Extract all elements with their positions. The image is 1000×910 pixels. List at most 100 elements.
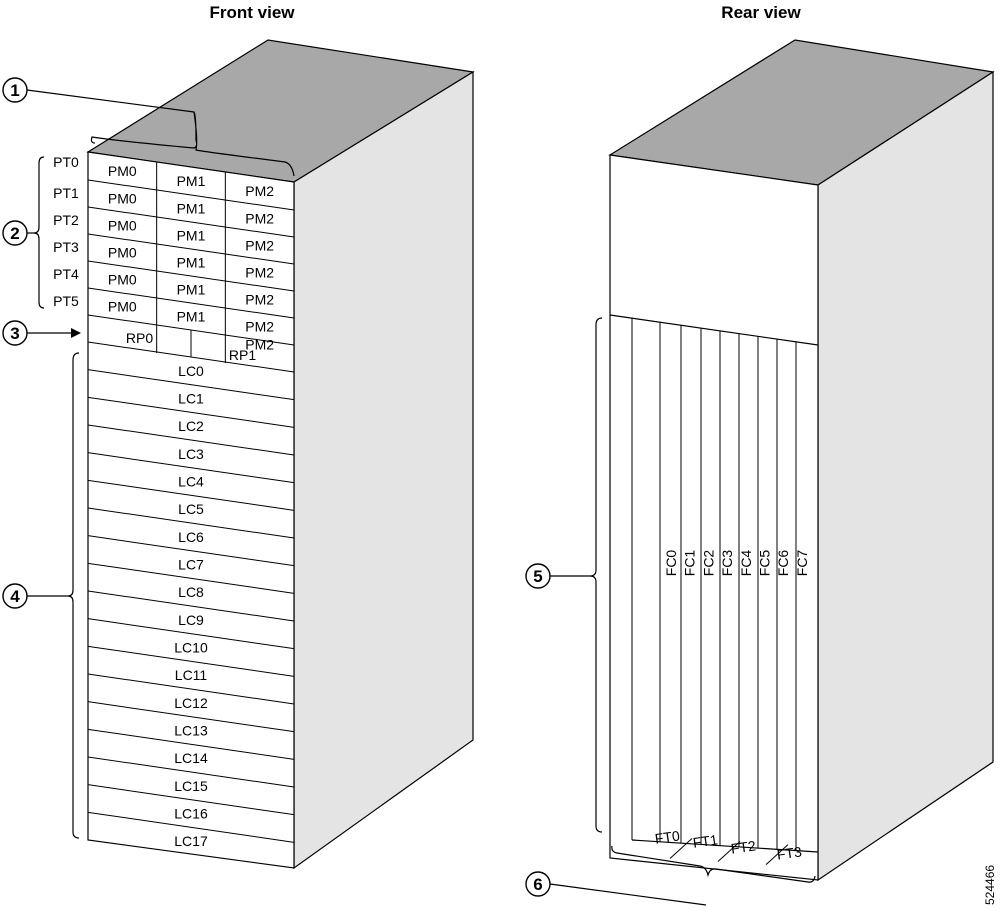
lc-label: LC1 bbox=[178, 391, 204, 407]
lc-label: LC4 bbox=[178, 474, 204, 490]
lc-label: LC12 bbox=[174, 695, 208, 711]
ft-label: FT1 bbox=[692, 831, 719, 850]
front-row-line bbox=[87, 396, 295, 428]
callout-1-brace bbox=[90, 111, 295, 177]
rear-tray-top bbox=[631, 839, 819, 853]
pm-label: PM0 bbox=[108, 218, 137, 234]
front-row-line bbox=[87, 507, 295, 539]
lc-label: LC8 bbox=[178, 584, 204, 600]
front-side-face bbox=[293, 70, 474, 870]
pm-label: PM1 bbox=[177, 201, 206, 217]
callout-3-number: 3 bbox=[10, 324, 19, 343]
front-row-line bbox=[87, 590, 295, 622]
front-row-line bbox=[87, 424, 295, 456]
callout-3-arrowhead bbox=[71, 328, 81, 338]
fc-label: FC6 bbox=[775, 550, 791, 577]
front-row-line bbox=[87, 673, 295, 705]
pm-label: PM2 bbox=[245, 265, 274, 281]
front-row-line bbox=[87, 452, 295, 484]
front-row-line bbox=[87, 206, 295, 238]
callout-2-brace bbox=[33, 156, 45, 309]
rp-label: RP0 bbox=[126, 330, 153, 346]
front-row-line bbox=[87, 535, 295, 567]
lc-label: LC15 bbox=[174, 778, 208, 794]
lc-label: LC13 bbox=[174, 723, 208, 739]
pm-label: PM2 bbox=[245, 319, 274, 335]
lc-label: LC6 bbox=[178, 529, 204, 545]
fc-label: FC7 bbox=[794, 550, 810, 577]
pm-label: PM0 bbox=[108, 299, 137, 315]
rear-front-face bbox=[609, 154, 819, 881]
lc-label: LC2 bbox=[178, 418, 204, 434]
pm-label: PM1 bbox=[177, 173, 206, 189]
fc-label: FC1 bbox=[682, 550, 698, 577]
pm-label: PM2 bbox=[245, 211, 274, 227]
front-row-line bbox=[87, 811, 295, 843]
front-row-line bbox=[87, 728, 295, 760]
callout-2-number: 2 bbox=[10, 224, 19, 243]
ft-divider bbox=[765, 844, 789, 866]
callout-5-brace bbox=[589, 317, 603, 833]
front-row-line bbox=[87, 562, 295, 594]
front-row-line bbox=[87, 784, 295, 816]
pm-label: PM2 bbox=[245, 183, 274, 199]
callout-3: 3 bbox=[2, 320, 81, 346]
callout-6: 6 bbox=[525, 845, 816, 906]
rear-divider bbox=[609, 314, 819, 346]
front-row-line bbox=[87, 369, 295, 401]
pm-label: PM0 bbox=[108, 245, 137, 261]
front-row-line bbox=[87, 233, 295, 265]
pm-label: PM1 bbox=[177, 228, 206, 244]
lc-label: LC14 bbox=[174, 750, 208, 766]
lc-label: LC9 bbox=[178, 612, 204, 628]
pm-label: PM1 bbox=[177, 282, 206, 298]
lc-label: LC17 bbox=[174, 833, 208, 849]
callout-5: 5 bbox=[525, 317, 603, 833]
ft-label: FT2 bbox=[730, 837, 757, 856]
front-row-line bbox=[87, 287, 295, 319]
fc-label: FC3 bbox=[719, 550, 735, 577]
pt-label: PT4 bbox=[53, 266, 79, 282]
rp-label: RP1 bbox=[229, 347, 256, 363]
pt-label: PT3 bbox=[53, 239, 79, 255]
pt-label: PT1 bbox=[53, 185, 79, 201]
callout-1: 1 bbox=[2, 77, 295, 177]
callout-6-leader bbox=[549, 883, 707, 906]
callout-6-brace bbox=[611, 845, 816, 883]
pm-label: PM0 bbox=[108, 191, 137, 207]
front-row-line bbox=[87, 260, 295, 292]
callout-6-number: 6 bbox=[533, 875, 542, 894]
lc-label: LC3 bbox=[178, 446, 204, 462]
lc-label: LC16 bbox=[174, 806, 208, 822]
pt-label: PT5 bbox=[53, 293, 79, 309]
ft-label: FT3 bbox=[776, 843, 803, 862]
fc-label: FC0 bbox=[663, 550, 679, 577]
front-slot-rows bbox=[87, 162, 295, 843]
pm-label: PM0 bbox=[108, 272, 137, 288]
lc-label: LC11 bbox=[175, 667, 208, 683]
front-row-line bbox=[87, 645, 295, 677]
fc-label: FC4 bbox=[738, 550, 754, 577]
rear-view-title: Rear view bbox=[721, 3, 801, 22]
callout-1-number: 1 bbox=[10, 81, 19, 100]
pm-label: PM1 bbox=[177, 255, 206, 271]
pt-label: PT0 bbox=[53, 154, 79, 170]
lc-label: LC0 bbox=[178, 363, 204, 379]
front-row-line bbox=[87, 701, 295, 733]
fc-label: FC5 bbox=[757, 550, 773, 577]
fc-label: FC2 bbox=[700, 550, 716, 577]
ft-label: FT0 bbox=[654, 827, 681, 846]
front-row-line bbox=[87, 756, 295, 788]
front-row-line bbox=[87, 479, 295, 511]
pm-label: PM2 bbox=[245, 238, 274, 254]
callout-2: 2 bbox=[2, 156, 45, 309]
pm-label: PM1 bbox=[177, 309, 206, 325]
lc-label: LC10 bbox=[174, 640, 208, 656]
rear-side-face bbox=[817, 70, 994, 882]
lc-label: LC7 bbox=[178, 557, 204, 573]
rear-fc-slots bbox=[631, 318, 797, 866]
